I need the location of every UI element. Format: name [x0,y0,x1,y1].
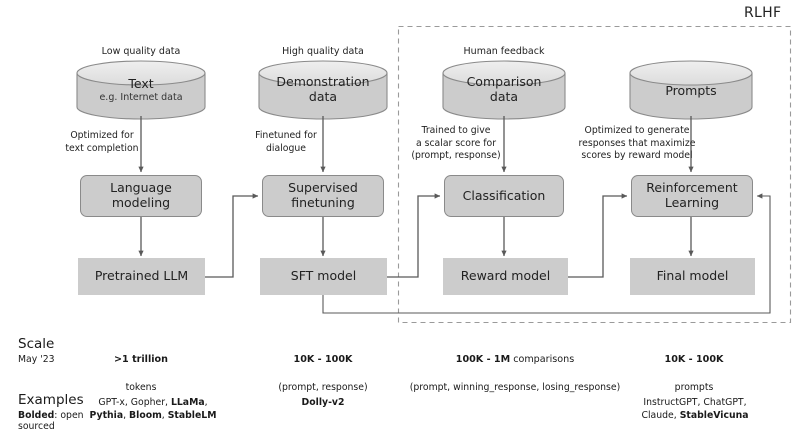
process-language-modeling[interactable]: Language modeling [80,175,202,217]
examples-heading-text: Examples [18,392,84,408]
scale-cell-rl: 10K - 100K prompts [634,340,754,394]
examples-subheading-bold: Bolded [18,409,55,421]
top-label-low-quality-data: Low quality data [101,46,181,57]
process-supervised-finetuning[interactable]: Supervised finetuning [262,175,384,217]
model-pretrained-llm[interactable]: Pretrained LLM [78,258,205,295]
cylinder-text-label: Text e.g. Internet data [77,76,205,103]
scale-cell-sft: 10K - 100K (prompt, response) [255,340,391,394]
caption-optimized-for-text-completion: Optimized for text completion [65,130,139,154]
caption-trained-to-give-scalar-score: Trained to give a scalar score for (prom… [411,125,501,162]
top-label-high-quality-data: High quality data [282,46,364,57]
scale-heading-text: Scale [18,336,55,352]
scale-cell-1-bold: 10K - 100K [293,354,353,366]
scale-cell-reward: 100K - 1M comparisons (prompt, winning_r… [392,340,638,394]
cylinder-prompts-label: Prompts [665,83,717,98]
scale-cell-0-bold: >1 trillion [114,354,168,366]
scale-cell-3-line2: prompts [674,381,714,393]
examples-subheading-rest: : open sourced [18,409,84,433]
cylinder-comparison-label: Comparison data [466,74,542,104]
model-final-model[interactable]: Final model [630,258,755,295]
scale-cell-3-bold: 10K - 100K [664,354,724,366]
cylinder-demonstration-label: Demonstration data [276,74,370,104]
examples-subheading: Bolded: open sourced [18,410,114,433]
top-label-human-feedback: Human feedback [463,46,545,57]
process-reinforcement-learning[interactable]: Reinforcement Learning [631,175,753,217]
arrow-pretrained-to-sft [205,193,259,278]
scale-cell-0-line2: tokens [125,381,157,393]
scale-cell-2-plain: comparisons [510,354,575,366]
scale-cell-1-line2: (prompt, response) [278,381,368,393]
cylinder-text-subtitle: e.g. Internet data [99,92,183,103]
scale-cell-pretraining: >1 trillion tokens [81,340,201,394]
examples-cell-pretraining: GPT-x, Gopher, LLaMa,Pythia, Bloom, Stab… [89,397,217,422]
arrow-reward-to-rl [568,193,628,278]
caption-optimized-to-generate-responses: Optimized to generate responses that max… [578,125,696,162]
caption-finetuned-for-dialogue: Finetuned for dialogue [255,130,317,154]
cylinder-text-title: Text [128,76,154,91]
scale-cell-2-line2: (prompt, winning_response, losing_respon… [409,381,621,393]
rlhf-title: RLHF [744,5,782,21]
model-sft-model[interactable]: SFT model [260,258,387,295]
examples-cell-rl: InstructGPT, ChatGPT,Claude, StableVicun… [641,397,749,422]
process-classification[interactable]: Classification [444,175,564,217]
examples-cell-sft: Dolly-v2 [301,397,345,408]
arrow-sftmodel-to-classification [387,193,441,278]
scale-row-heading: Scale May '23 [18,336,55,365]
scale-subheading-text: May '23 [18,353,55,365]
scale-cell-2-bold: 100K - 1M [455,354,511,366]
model-reward-model[interactable]: Reward model [443,258,568,295]
examples-row-heading: Examples Bolded: open sourced [18,392,114,433]
